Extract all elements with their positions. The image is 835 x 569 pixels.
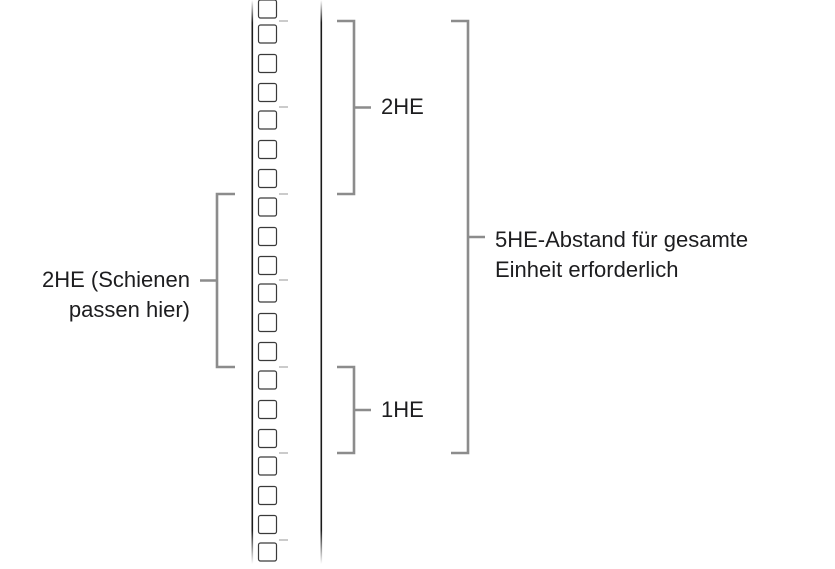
rail-hole [257,82,278,103]
label-2he-rails: 2HE (Schienen passen hier) [42,265,190,325]
rack-rail [251,0,323,564]
rail-hole [257,139,278,160]
label-5he-line2: Einheit erforderlich [495,257,679,282]
label-5he-clearance: 5HE-Abstand für gesamte Einheit erforder… [495,225,748,285]
rail-hole [257,255,278,276]
label-5he-line1: 5HE-Abstand für gesamte [495,227,749,252]
rail-hole [257,226,278,247]
bracket-2he-top [337,19,371,196]
rail-hole [257,312,278,333]
rail-hole [257,341,278,362]
rail-mounting-holes [257,0,278,562]
rail-hole [257,542,278,562]
unit-boundary-ticks [279,20,288,541]
bracket-5he [451,19,485,455]
rail-hole [257,53,278,74]
rail-hole [257,514,278,535]
rail-hole [257,168,278,189]
label-2he-top: 2HE [381,94,424,119]
rail-hole [257,0,278,19]
rail-right-line [320,0,323,564]
rail-hole [257,399,278,420]
rail-hole [257,485,278,506]
bracket-1he [337,365,371,455]
rail-hole [257,370,278,390]
label-1he: 1HE [381,397,424,422]
bracket-2he-rails [200,192,235,369]
rail-hole [257,456,278,476]
rail-hole [257,197,278,217]
rail-hole [257,428,278,449]
rail-hole [257,110,278,130]
label-2he-rails-line1: 2HE (Schienen [42,267,190,292]
label-2he-rails-line2: passen hier) [68,297,190,322]
rail-hole [257,24,278,44]
rail-hole [257,283,278,303]
rail-left-line [251,0,254,564]
